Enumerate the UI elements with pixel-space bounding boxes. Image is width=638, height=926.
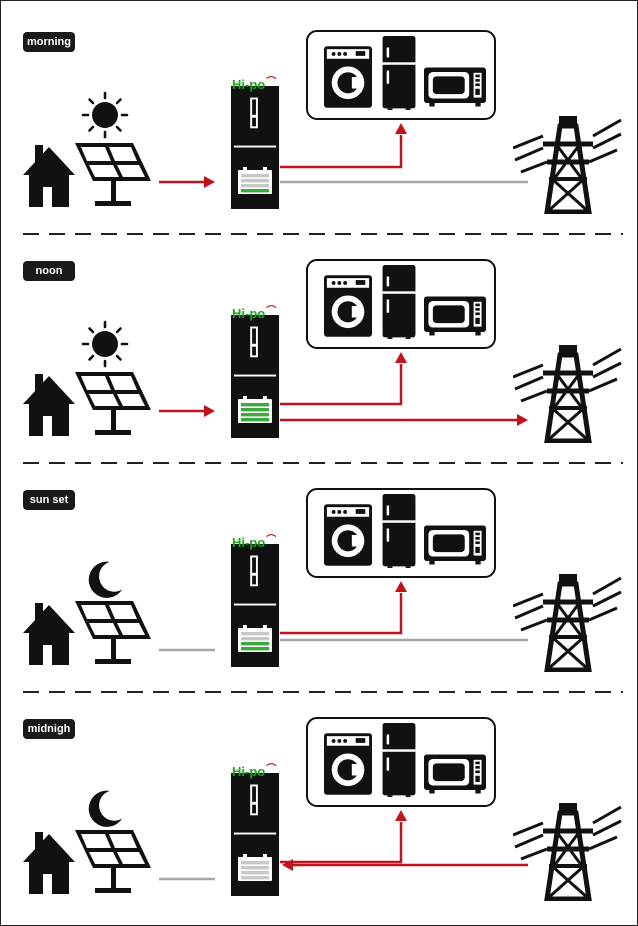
- brand-name: Hi-po: [232, 764, 266, 779]
- microwave-icon: [424, 296, 486, 336]
- microwave-icon: [424, 754, 486, 794]
- brand-swoosh-icon: ⌒: [266, 535, 277, 546]
- washing-machine-icon: [324, 275, 372, 337]
- battery-terminal: [263, 854, 267, 857]
- scenario-panel: [23, 259, 621, 441]
- battery-level-bar: [241, 418, 269, 422]
- battery-level-bar: [241, 179, 269, 183]
- sun-icon: [81, 91, 129, 139]
- brand-swoosh-icon: ⌒: [266, 764, 277, 775]
- washing-machine-icon: [324, 504, 372, 566]
- battery-terminal: [243, 396, 247, 399]
- brand-logo: Hi-po⌒: [232, 535, 276, 550]
- brand-logo: Hi-po⌒: [232, 306, 276, 321]
- house-icon: [23, 374, 75, 436]
- washing-machine-icon: [324, 46, 372, 108]
- microwave-icon: [424, 67, 486, 107]
- refrigerator-icon: [382, 36, 416, 110]
- brand-logo: Hi-po⌒: [232, 77, 276, 92]
- solar-panel-icon: [75, 830, 151, 893]
- battery-level-bar: [241, 871, 269, 875]
- battery-level-bar: [241, 403, 269, 407]
- battery-level-bar: [241, 184, 269, 188]
- panel-label: morning: [23, 32, 75, 52]
- battery-terminal: [263, 625, 267, 628]
- flow-arrowhead: [204, 405, 215, 417]
- solar-panel-icon: [75, 372, 151, 435]
- battery-to-appliance-flow: [280, 822, 403, 864]
- battery-terminal: [243, 167, 247, 170]
- battery-terminal: [243, 625, 247, 628]
- power-tower-icon: [513, 574, 621, 670]
- battery-level-bar: [241, 876, 269, 880]
- battery-terminal: [263, 167, 267, 170]
- scenario-panel: [23, 717, 621, 899]
- panel-label: midnigh: [23, 719, 75, 739]
- panel-label: noon: [23, 261, 75, 281]
- battery-to-appliance-flow: [280, 593, 403, 635]
- battery-level-bar: [241, 189, 269, 193]
- panel-label: sun set: [23, 490, 75, 510]
- refrigerator-icon: [382, 723, 416, 797]
- power-tower-icon: [513, 116, 621, 212]
- flow-arrowhead: [282, 859, 293, 871]
- refrigerator-icon: [382, 494, 416, 568]
- moon-icon: [88, 561, 123, 598]
- brand-swoosh-icon: ⌒: [266, 306, 277, 317]
- brand-name: Hi-po: [232, 77, 266, 92]
- refrigerator-icon: [382, 265, 416, 339]
- battery-level-bar: [241, 866, 269, 870]
- house-icon: [23, 603, 75, 665]
- brand-name: Hi-po: [232, 535, 266, 550]
- battery-level-bar: [241, 861, 269, 865]
- battery-level-bar: [241, 637, 269, 641]
- scenario-panel: [23, 488, 621, 670]
- moon-icon: [88, 790, 123, 827]
- flow-arrowhead: [395, 581, 407, 592]
- battery-to-appliance-flow: [280, 364, 403, 406]
- battery-terminal: [263, 396, 267, 399]
- battery-level-bar: [241, 642, 269, 646]
- brand-swoosh-icon: ⌒: [266, 77, 277, 88]
- flow-arrowhead: [395, 123, 407, 134]
- solar-panel-icon: [75, 601, 151, 664]
- power-tower-icon: [513, 345, 621, 441]
- sun-icon: [81, 320, 129, 368]
- battery-level-bar: [241, 174, 269, 178]
- battery-level-bar: [241, 632, 269, 636]
- flow-arrowhead: [204, 176, 215, 188]
- battery-level-bar: [241, 647, 269, 651]
- flow-arrowhead: [395, 810, 407, 821]
- house-icon: [23, 832, 75, 894]
- house-icon: [23, 145, 75, 207]
- battery-level-bar: [241, 408, 269, 412]
- brand-name: Hi-po: [232, 306, 266, 321]
- scenario-panel: [23, 30, 621, 212]
- battery-terminal: [243, 854, 247, 857]
- brand-logo: Hi-po⌒: [232, 764, 276, 779]
- flow-arrowhead: [517, 414, 528, 426]
- battery-level-bar: [241, 413, 269, 417]
- battery-to-appliance-flow: [280, 135, 403, 169]
- solar-panel-icon: [75, 143, 151, 206]
- washing-machine-icon: [324, 733, 372, 795]
- microwave-icon: [424, 525, 486, 565]
- power-tower-icon: [513, 803, 621, 899]
- flow-arrowhead: [395, 352, 407, 363]
